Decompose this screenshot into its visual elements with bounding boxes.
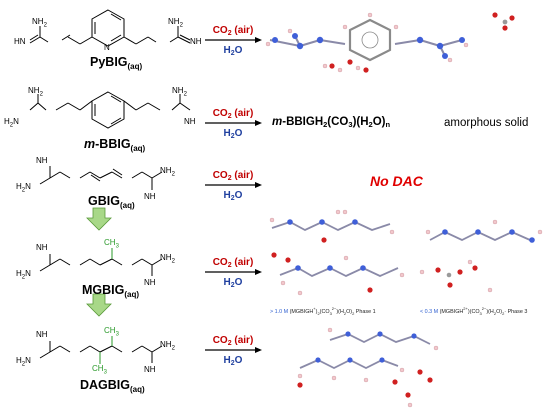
condition-co2-4: CO2 (air): [212, 257, 254, 269]
mbbig-label: m-BBIG(aq): [84, 137, 146, 153]
mbbig-nh-right: NH: [184, 117, 196, 126]
pybig-ring-n: N: [104, 43, 110, 52]
mbbig-h2n-left: H2N: [4, 117, 19, 129]
pybig-label: PyBIG(aq): [90, 55, 143, 71]
gbig-nh-right: NH: [144, 192, 156, 201]
condition-h2o-2: H2O: [223, 128, 243, 140]
dagbig-nh2-right: NH2: [160, 340, 175, 352]
crystal-mgbig-phase3: [419, 219, 543, 293]
mgbig-nh-left: NH: [36, 243, 48, 252]
dagbig-ch3-top: CH3: [104, 326, 119, 338]
pybig-nh2-left: NH2: [32, 17, 47, 29]
dagbig-nh-right: NH: [144, 365, 156, 374]
condition-h2o-1: H2O: [223, 45, 243, 57]
dagbig-label: DAGBIG(aq): [80, 378, 145, 394]
mgbig-label: MGBIG(aq): [82, 283, 140, 299]
amorphous-solid-label: amorphous solid: [444, 117, 529, 129]
no-dac-label: No DAC: [370, 173, 423, 189]
dagbig-structure: [39, 336, 163, 364]
pybig-hn-left: HN: [14, 37, 26, 46]
dagbig-h2n-left: H2N: [16, 356, 31, 368]
gbig-label: GBIG(aq): [88, 194, 135, 210]
green-down-arrows: [86, 207, 112, 317]
condition-co2-1: CO2 (air): [212, 25, 254, 37]
mgbig-structure: [39, 248, 163, 276]
mbbig-structure: [29, 91, 191, 129]
mgbig-ch3: CH3: [104, 238, 119, 250]
condition-co2-3: CO2 (air): [212, 170, 254, 182]
condition-h2o-3: H2O: [223, 190, 243, 202]
mbbig-product-formula: m-BBIGH2(CO3)(H2O)n: [272, 116, 391, 129]
condition-co2-5: CO2 (air): [212, 335, 254, 347]
condition-co2-2: CO2 (air): [212, 108, 254, 120]
mgbig-nh2-right: NH2: [160, 253, 175, 265]
mbbig-nh2-left: NH2: [28, 86, 43, 98]
pybig-nh-right: NH: [190, 37, 202, 46]
condition-h2o-4: H2O: [223, 277, 243, 289]
crystal-pybig: [265, 12, 515, 73]
dagbig-nh-left: NH: [36, 330, 48, 339]
mgbig-h2n-left: H2N: [16, 269, 31, 281]
mbbig-nh2-right: NH2: [172, 86, 187, 98]
gbig-h2n-left: H2N: [16, 182, 31, 194]
phase1-caption: > 1.0 M (MGBIGH+)2(CO32−)(H2O)2 Phase 1: [270, 306, 376, 316]
mgbig-nh-right: NH: [144, 278, 156, 287]
phase3-caption: < 0.3 M (MGBIGH2+)(CO32−)(H2O)2· Phase 3: [420, 306, 528, 316]
pybig-nh2-right: NH2: [168, 17, 183, 29]
gbig-nh-left: NH: [36, 156, 48, 165]
condition-h2o-5: H2O: [223, 355, 243, 367]
crystal-mgbig-phase1: [269, 209, 405, 296]
crystal-dagbig: [297, 327, 439, 408]
pybig-structure: [29, 9, 191, 47]
dagbig-ch3-bottom: CH3: [92, 364, 107, 376]
reaction-arrows: [205, 37, 262, 353]
gbig-structure: [39, 166, 163, 190]
gbig-nh2-right: NH2: [160, 166, 175, 178]
